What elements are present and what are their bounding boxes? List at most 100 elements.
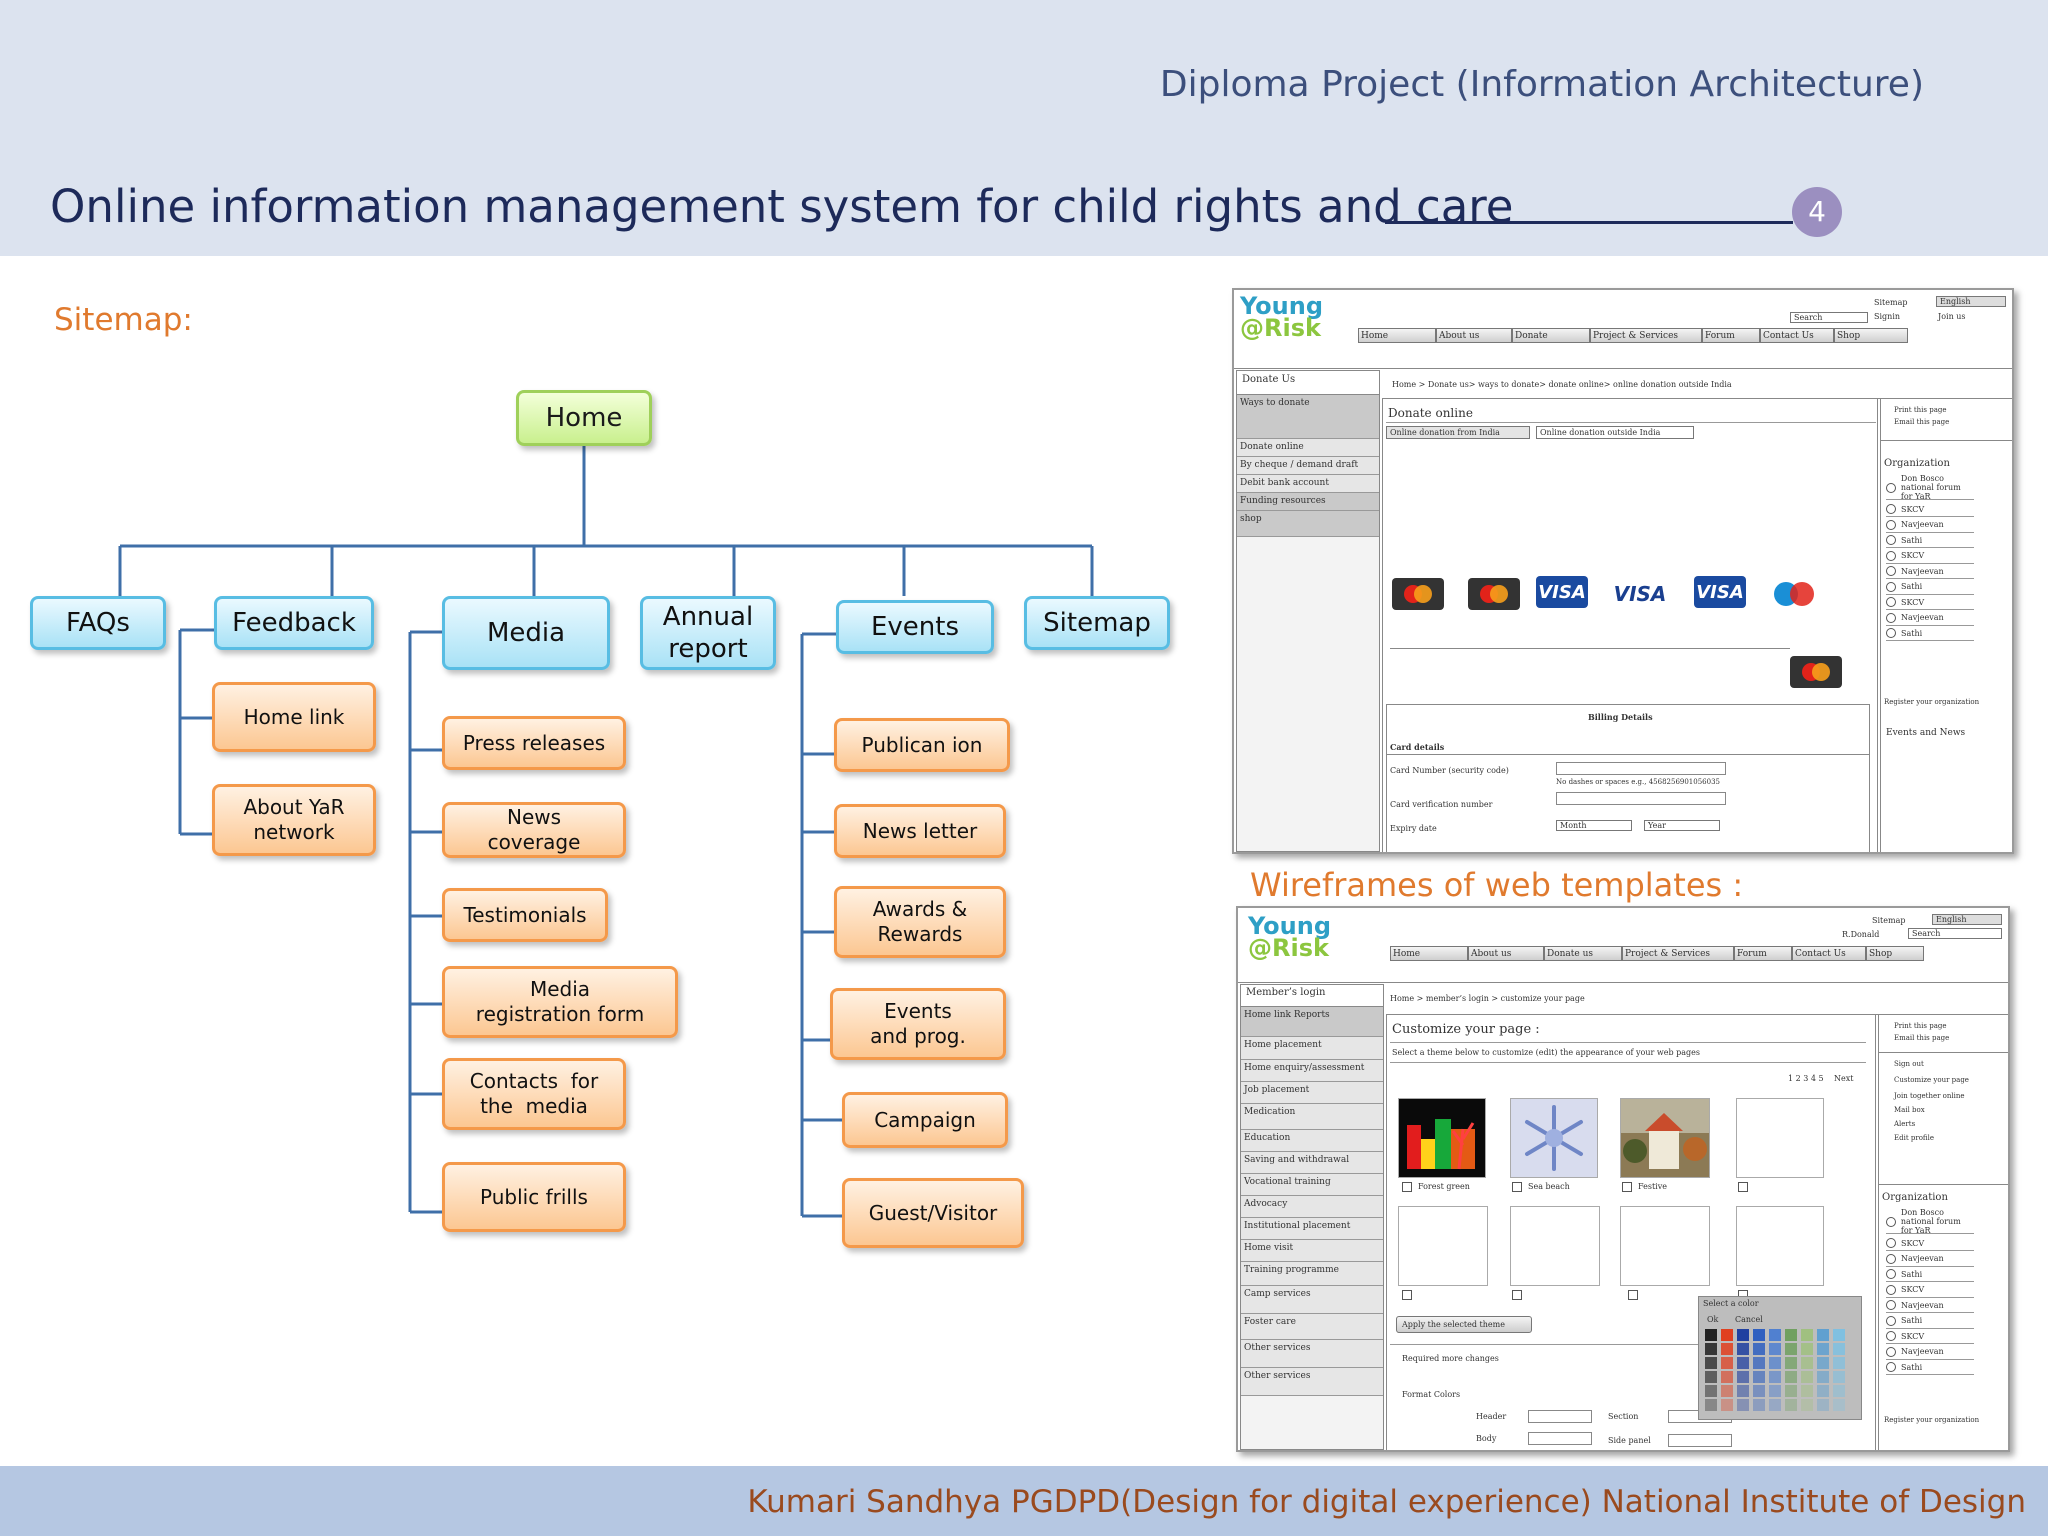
color-swatch[interactable] <box>1785 1329 1797 1341</box>
side-item[interactable]: Vocational training <box>1241 1174 1383 1196</box>
visa-icon[interactable]: VISA <box>1536 576 1588 608</box>
side-item[interactable]: Debit bank account <box>1237 475 1379 493</box>
account-link[interactable]: Mail box <box>1894 1106 1925 1114</box>
account-link[interactable]: Customize your page <box>1894 1076 1969 1084</box>
account-link[interactable]: Alerts <box>1894 1120 1916 1128</box>
color-swatch[interactable] <box>1833 1357 1845 1369</box>
tab-donation-india[interactable]: Online donation from India <box>1386 426 1530 439</box>
color-swatch[interactable] <box>1817 1371 1829 1383</box>
organization-radio[interactable]: Navjeevan <box>1886 1345 1974 1360</box>
language-select[interactable]: English <box>1932 914 2002 925</box>
color-swatch[interactable] <box>1769 1357 1781 1369</box>
card-number-input[interactable] <box>1556 762 1726 775</box>
radio-circle-icon[interactable] <box>1886 566 1896 576</box>
organization-radio[interactable]: Navjeevan <box>1886 1252 1974 1267</box>
color-swatch[interactable] <box>1769 1385 1781 1397</box>
theme-checkbox[interactable] <box>1402 1182 1412 1192</box>
mastercard-icon[interactable] <box>1790 656 1842 688</box>
nav-donate[interactable]: Donate <box>1512 328 1590 343</box>
side-item[interactable]: Funding resources <box>1237 493 1379 511</box>
color-picker[interactable]: Select a color Ok Cancel <box>1698 1296 1862 1420</box>
color-swatch[interactable] <box>1833 1343 1845 1355</box>
color-swatch[interactable] <box>1705 1357 1717 1369</box>
nav-about[interactable]: About us <box>1468 946 1544 961</box>
color-swatch[interactable] <box>1737 1329 1749 1341</box>
color-swatch[interactable] <box>1769 1329 1781 1341</box>
apply-theme-button[interactable]: Apply the selected theme <box>1396 1316 1532 1333</box>
theme-empty-thumbnail[interactable] <box>1736 1206 1824 1286</box>
color-swatch[interactable] <box>1801 1385 1813 1397</box>
side-item[interactable]: Donate online <box>1237 439 1379 457</box>
nav-forum[interactable]: Forum <box>1702 328 1760 343</box>
color-picker-ok[interactable]: Ok <box>1707 1315 1719 1324</box>
radio-circle-icon[interactable] <box>1886 1362 1896 1372</box>
visa-electron-icon[interactable]: VISA <box>1694 576 1746 608</box>
radio-circle-icon[interactable] <box>1886 1238 1896 1248</box>
color-swatch[interactable] <box>1817 1399 1829 1411</box>
nav-project-services[interactable]: Project & Services <box>1590 328 1702 343</box>
side-panel-color-input[interactable] <box>1668 1434 1732 1447</box>
side-item[interactable]: Home enquiry/assessment <box>1241 1060 1383 1082</box>
color-swatch[interactable] <box>1753 1343 1765 1355</box>
language-select[interactable]: English <box>1936 296 2006 307</box>
color-swatch[interactable] <box>1705 1371 1717 1383</box>
color-swatch[interactable] <box>1737 1357 1749 1369</box>
theme-checkbox[interactable] <box>1402 1290 1412 1300</box>
theme-pager[interactable]: 1 2 3 4 5 <box>1788 1074 1824 1083</box>
mastercard-icon[interactable] <box>1468 578 1520 610</box>
color-swatch[interactable] <box>1721 1399 1733 1411</box>
nav-contact[interactable]: Contact Us <box>1792 946 1866 961</box>
theme-checkbox[interactable] <box>1738 1182 1748 1192</box>
sitemap-link[interactable]: Sitemap <box>1872 916 1906 925</box>
side-item[interactable]: shop <box>1237 511 1379 537</box>
color-swatch[interactable] <box>1801 1343 1813 1355</box>
organization-radio[interactable]: Sathi <box>1886 580 1974 595</box>
color-swatch[interactable] <box>1785 1357 1797 1369</box>
visa-icon[interactable]: VISA <box>1614 578 1666 610</box>
nav-home[interactable]: Home <box>1358 328 1436 343</box>
color-swatch[interactable] <box>1769 1343 1781 1355</box>
side-item[interactable]: Ways to donate <box>1237 395 1379 439</box>
color-swatch[interactable] <box>1785 1399 1797 1411</box>
color-swatch[interactable] <box>1833 1329 1845 1341</box>
theme-forest-green-thumbnail[interactable] <box>1398 1098 1486 1178</box>
sitemap-link[interactable]: Sitemap <box>1874 298 1908 307</box>
radio-circle-icon[interactable] <box>1886 482 1896 493</box>
organization-radio[interactable]: Sathi <box>1886 1360 1974 1375</box>
color-swatch[interactable] <box>1817 1343 1829 1355</box>
theme-empty-thumbnail[interactable] <box>1620 1206 1710 1286</box>
organization-radio[interactable]: SKCV <box>1886 595 1974 610</box>
theme-checkbox[interactable] <box>1512 1290 1522 1300</box>
color-swatch-grid[interactable] <box>1703 1327 1859 1417</box>
organization-radio[interactable]: SKCV <box>1886 549 1974 564</box>
side-item[interactable]: Institutional placement <box>1241 1218 1383 1240</box>
color-picker-cancel[interactable]: Cancel <box>1735 1315 1763 1324</box>
maestro-icon[interactable] <box>1770 578 1822 610</box>
nav-project-services[interactable]: Project & Services <box>1622 946 1734 961</box>
organization-radio[interactable]: Sathi <box>1886 533 1974 548</box>
register-link[interactable]: Register your organization <box>1884 698 1980 706</box>
nav-donate[interactable]: Donate us <box>1544 946 1622 961</box>
organization-radio[interactable]: Sathi <box>1886 1314 1974 1329</box>
color-swatch[interactable] <box>1705 1343 1717 1355</box>
tab-donation-outside-india[interactable]: Online donation outside India <box>1536 426 1694 439</box>
color-swatch[interactable] <box>1833 1385 1845 1397</box>
color-swatch[interactable] <box>1737 1343 1749 1355</box>
color-swatch[interactable] <box>1833 1371 1845 1383</box>
color-swatch[interactable] <box>1753 1357 1765 1369</box>
color-swatch[interactable] <box>1801 1329 1813 1341</box>
side-item[interactable]: Home placement <box>1241 1037 1383 1060</box>
radio-circle-icon[interactable] <box>1886 597 1896 607</box>
organization-radio[interactable]: Navjeevan <box>1886 1298 1974 1313</box>
side-item[interactable]: Other services <box>1241 1340 1383 1368</box>
radio-circle-icon[interactable] <box>1886 1284 1896 1295</box>
side-item[interactable]: Home link Reports <box>1241 1007 1383 1037</box>
organization-radio[interactable]: Navjeevan <box>1886 564 1974 579</box>
color-swatch[interactable] <box>1769 1399 1781 1411</box>
side-item[interactable]: Job placement <box>1241 1082 1383 1104</box>
theme-checkbox[interactable] <box>1512 1182 1522 1192</box>
email-link[interactable]: Email this page <box>1894 418 1950 426</box>
theme-checkbox[interactable] <box>1628 1290 1638 1300</box>
color-swatch[interactable] <box>1833 1399 1845 1411</box>
side-item[interactable]: Home visit <box>1241 1240 1383 1262</box>
